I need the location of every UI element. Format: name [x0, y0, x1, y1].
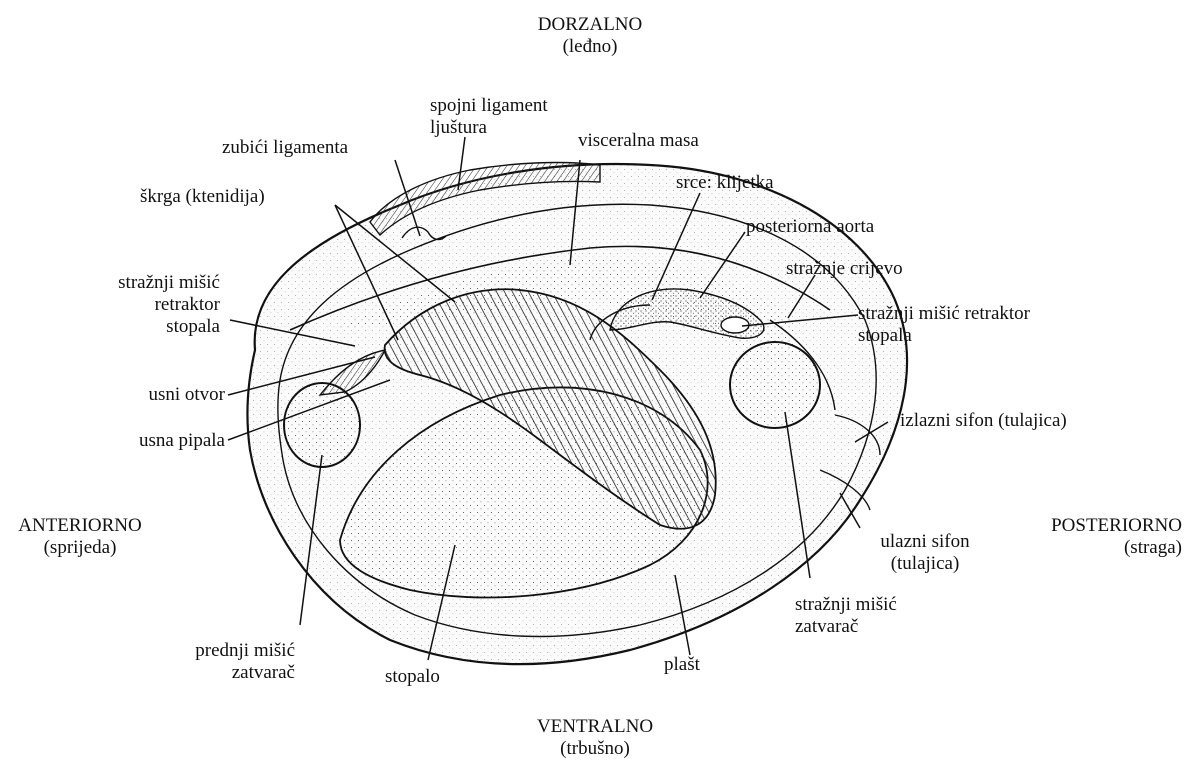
posterior-adductor [730, 342, 820, 428]
retractor-right-line2: stopala [858, 325, 1030, 347]
hinge-ligament-line1: spojni ligament [430, 95, 548, 117]
retractor-right-line1: stražnji mišić retraktor [858, 303, 1030, 325]
label-visceral-mass: visceralna masa [578, 130, 699, 152]
label-dorsal: DORZALNO (leđno) [520, 14, 660, 58]
label-hindgut: stražnje crijevo [786, 258, 903, 280]
label-hinge-ligament: spojni ligament ljuštura [430, 95, 548, 139]
hinge-ligament-line2: ljuštura [430, 117, 548, 139]
ventral-title: VENTRALNO [515, 716, 675, 738]
label-incurrent-siphon: ulazni sifon (tulajica) [855, 531, 995, 575]
dorsal-title: DORZALNO [520, 14, 660, 36]
ventral-subtitle: (trbušno) [515, 738, 675, 760]
anterior-title: ANTERIORNO [5, 515, 155, 537]
ant-adductor-line2: zatvarač [150, 662, 295, 684]
label-posterior-adductor: stražnji mišić zatvarač [795, 594, 897, 638]
label-ligament-teeth: zubići ligamenta [222, 137, 348, 159]
retractor-left-line2: retraktor [60, 294, 220, 316]
label-mouth: usni otvor [80, 384, 225, 406]
retractor-left-line1: stražnji mišić [60, 272, 220, 294]
retractor-left-line3: stopala [60, 316, 220, 338]
label-gill: škrga (ktenidija) [140, 186, 265, 208]
label-excurrent-siphon: izlazni sifon (tulajica) [900, 410, 1067, 432]
label-posterior-aorta: posteriorna aorta [746, 216, 874, 238]
posterior-title: POSTERIORNO [1020, 515, 1182, 537]
label-labial-palps: usna pipala [80, 430, 225, 452]
label-ventral: VENTRALNO (trbušno) [515, 716, 675, 760]
ant-adductor-line1: prednji mišić [150, 640, 295, 662]
label-anterior-adductor: prednji mišić zatvarač [150, 640, 295, 684]
label-heart-ventricle: srce: klijetka [676, 172, 774, 194]
label-anterior: ANTERIORNO (sprijeda) [5, 515, 155, 559]
post-adductor-line2: zatvarač [795, 616, 897, 638]
label-posterior-retractor-left: stražnji mišić retraktor stopala [60, 272, 220, 338]
label-posterior-retractor-right: stražnji mišić retraktor stopala [858, 303, 1030, 347]
posterior-subtitle: (straga) [1020, 537, 1182, 559]
anterior-subtitle: (sprijeda) [5, 537, 155, 559]
label-posterior: POSTERIORNO (straga) [1020, 515, 1182, 559]
post-adductor-line1: stražnji mišić [795, 594, 897, 616]
incurrent-line1: ulazni sifon [855, 531, 995, 553]
incurrent-line2: (tulajica) [855, 553, 995, 575]
label-mantle: plašt [664, 654, 700, 676]
dorsal-subtitle: (leđno) [520, 36, 660, 58]
label-foot: stopalo [385, 666, 440, 688]
